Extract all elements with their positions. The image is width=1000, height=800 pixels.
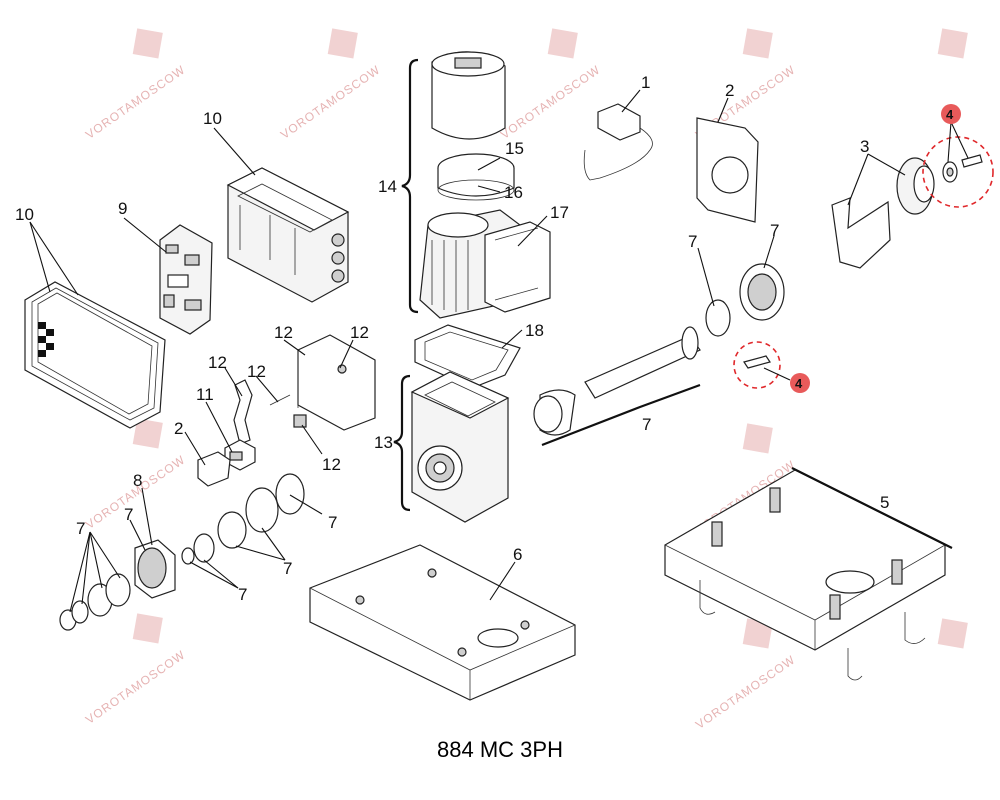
callout-12-c: 12 (208, 353, 227, 372)
part-13-gearbox (410, 371, 510, 523)
part-1-sensor-cable (583, 103, 653, 181)
brace-14 (401, 58, 419, 314)
callout-7-bearing-b: 7 (770, 221, 779, 240)
part-17-motor (419, 209, 551, 319)
part-10-cover-gasket (24, 281, 166, 429)
callout-10-box: 10 (203, 109, 222, 128)
part-8-bearing-housing (134, 539, 176, 599)
brace-5 (791, 467, 953, 549)
callout-11: 11 (196, 385, 214, 404)
callout-9: 9 (118, 199, 127, 218)
callout-8: 8 (133, 471, 142, 490)
part-7-bearing-right (705, 263, 785, 337)
part-10-electrical-box (226, 167, 350, 303)
callout-12-d: 12 (247, 362, 266, 381)
callout-18: 18 (525, 321, 544, 340)
callout-17: 17 (550, 203, 569, 222)
part-9-control-board (159, 224, 213, 335)
svg-text:VOROTAMOSCOW: VOROTAMOSCOW (278, 62, 383, 141)
part-4-highlight-key (733, 341, 781, 389)
callout-2-left: 2 (174, 419, 183, 438)
part-6-baseplate (309, 544, 576, 701)
part-15-fan-cap (437, 153, 515, 197)
badge-4-key (790, 373, 810, 393)
callout-3: 3 (860, 137, 869, 156)
callout-7-shaft: 7 (642, 415, 651, 434)
part-7-output-shaft (533, 326, 701, 436)
brace-7-shaft (541, 383, 701, 447)
brace-13 (393, 374, 411, 512)
svg-text:VOROTAMOSCOW: VOROTAMOSCOW (83, 62, 188, 141)
part-3-pinion (831, 157, 935, 269)
part-14-motor-cover (431, 51, 506, 140)
callout-13: 13 (374, 433, 393, 452)
callout-7-bearing-a: 7 (688, 232, 697, 251)
callout-labels: 1 2 3 4 10 10 9 15 14 16 17 18 13 7 7 4 … (15, 73, 954, 604)
part-2-bracket-small (197, 451, 231, 487)
callout-7-bearing-c: 7 (238, 585, 247, 604)
diagram-title: 884 MC 3PH (437, 737, 563, 762)
part-2-sensor-bracket (696, 117, 759, 223)
callout-4-top: 4 (946, 107, 954, 122)
callout-12-b: 12 (350, 323, 369, 342)
callout-10-cover: 10 (15, 205, 34, 224)
part-12-bracket-set (233, 334, 376, 445)
callout-1: 1 (641, 73, 650, 92)
badge-4-top (941, 104, 961, 124)
part-5-foundation-plate (664, 469, 946, 681)
callout-2-top: 2 (725, 81, 734, 100)
svg-text:VOROTAMOSCOW: VOROTAMOSCOW (498, 62, 603, 141)
callout-12-e: 12 (322, 455, 341, 474)
part-18-gasket (414, 324, 521, 389)
callout-5: 5 (880, 493, 889, 512)
callout-12-a: 12 (274, 323, 293, 342)
callout-16: 16 (504, 183, 523, 202)
svg-text:VOROTAMOSCOW: VOROTAMOSCOW (693, 652, 798, 731)
callout-7-left-b: 7 (124, 505, 133, 524)
part-16-seal (437, 179, 515, 201)
callout-7-left-a: 7 (76, 519, 85, 538)
callout-15: 15 (505, 139, 524, 158)
callout-4-key: 4 (795, 376, 803, 391)
part-7-bearing-set-left (59, 473, 305, 631)
svg-text:VOROTAMOSCOW: VOROTAMOSCOW (83, 452, 188, 531)
part-4-highlight-top (922, 136, 994, 208)
callout-6: 6 (513, 545, 522, 564)
callout-7-ring: 7 (328, 513, 337, 532)
callout-7-pulley: 7 (283, 559, 292, 578)
callout-14: 14 (378, 177, 397, 196)
leader-lines (29, 89, 969, 613)
svg-text:VOROTAMOSCOW: VOROTAMOSCOW (83, 647, 188, 726)
